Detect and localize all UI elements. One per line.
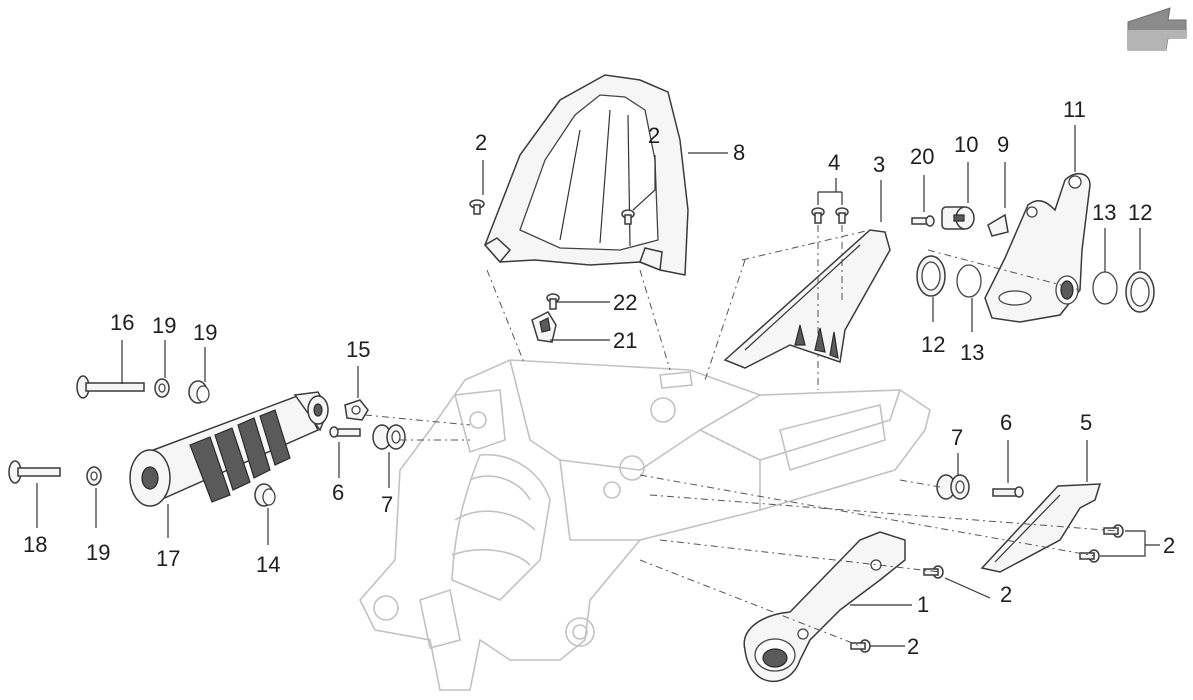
- swingarm-frame: [359, 359, 931, 691]
- callout-14: 14: [256, 552, 280, 577]
- callout-12-left: 12: [921, 332, 945, 357]
- callout-4: 3: [873, 152, 885, 177]
- callout-13-right: 13: [1092, 200, 1116, 225]
- washer-19-lower[interactable]: [86, 466, 102, 486]
- screw-2-slider-lower[interactable]: [850, 639, 871, 653]
- callout-17: 17: [156, 546, 180, 571]
- rear-shock-absorber[interactable]: [129, 391, 329, 507]
- callout-10: 10: [954, 132, 978, 157]
- callout-6-left: 6: [332, 480, 344, 505]
- leader-lines: [36, 125, 1160, 647]
- callout-13-left: 13: [960, 340, 984, 365]
- callout-19-upper: 19: [152, 313, 176, 338]
- callout-5: 4: [828, 150, 840, 175]
- screw-5-right[interactable]: [835, 207, 849, 224]
- callout-7-left: 7: [381, 492, 393, 517]
- sensor-bracket[interactable]: [984, 173, 1091, 323]
- bolt-6-right[interactable]: [992, 486, 1024, 498]
- callout-15: 15: [346, 337, 370, 362]
- nut-15[interactable]: [344, 399, 369, 421]
- chain-slider-1[interactable]: [743, 531, 906, 683]
- bolt-18[interactable]: [8, 460, 61, 484]
- bushing-14[interactable]: [254, 483, 276, 507]
- sensor-10[interactable]: [941, 206, 975, 230]
- screw-23[interactable]: [546, 293, 560, 310]
- screw-2-right-lower[interactable]: [1079, 549, 1100, 563]
- bushing-7-left[interactable]: [372, 424, 406, 450]
- callout-6-right: 6: [1000, 410, 1012, 435]
- oring-13-left[interactable]: [956, 264, 982, 298]
- clip-22[interactable]: [531, 311, 557, 343]
- screw-5-left[interactable]: [811, 207, 825, 224]
- callout-2-slider-lower: 2: [907, 634, 919, 659]
- callout-20: 19: [193, 320, 217, 345]
- oring-13-right[interactable]: [1092, 271, 1118, 305]
- direction-arrow-icon[interactable]: [1127, 7, 1187, 51]
- chain-guard-lower-3[interactable]: [980, 483, 1102, 573]
- callout-2-right: 2: [1163, 533, 1175, 558]
- callout-21: 20: [910, 144, 934, 169]
- callout-8: 8: [733, 140, 745, 165]
- screw-2-hugger-left[interactable]: [469, 199, 485, 215]
- callout-22: 21: [613, 328, 637, 353]
- bolt-16[interactable]: [76, 375, 145, 399]
- screw-2-slider-upper[interactable]: [923, 565, 944, 579]
- callout-11: 11: [1063, 97, 1086, 122]
- callout-23: 22: [613, 290, 637, 315]
- bolt-6-left[interactable]: [329, 426, 361, 438]
- bearing-12-right[interactable]: [1125, 271, 1155, 313]
- rear-hugger[interactable]: [483, 74, 689, 276]
- callout-3: 5: [1080, 410, 1092, 435]
- bearing-12-left[interactable]: [916, 255, 946, 297]
- callout-19-lower: 19: [86, 540, 110, 565]
- callout-7-right: 7: [951, 425, 963, 450]
- callout-2-slider-upper: 2: [1000, 582, 1012, 607]
- bushing-7-right[interactable]: [936, 474, 970, 500]
- callout-1: 1: [917, 592, 929, 617]
- spacer-9[interactable]: [987, 213, 1009, 237]
- callout-2-hugger-left: 2: [475, 130, 487, 155]
- callout-16: 16: [110, 310, 134, 335]
- washer-19-upper[interactable]: [154, 378, 170, 398]
- spacer-20[interactable]: [188, 380, 210, 404]
- callout-12-right: 12: [1128, 200, 1152, 225]
- callout-2-hugger-right: 2: [648, 123, 660, 148]
- alignment-lines: [364, 225, 1119, 647]
- callout-18: 18: [23, 532, 47, 557]
- screw-21[interactable]: [911, 215, 935, 227]
- screw-2-hugger-right[interactable]: [621, 209, 635, 225]
- chain-guard-upper[interactable]: [723, 229, 891, 369]
- callout-9: 9: [997, 132, 1009, 157]
- callout-labels: 2 2 8 4 3 20 10 9 11 13 12 12 13 22 21 1…: [23, 97, 1175, 659]
